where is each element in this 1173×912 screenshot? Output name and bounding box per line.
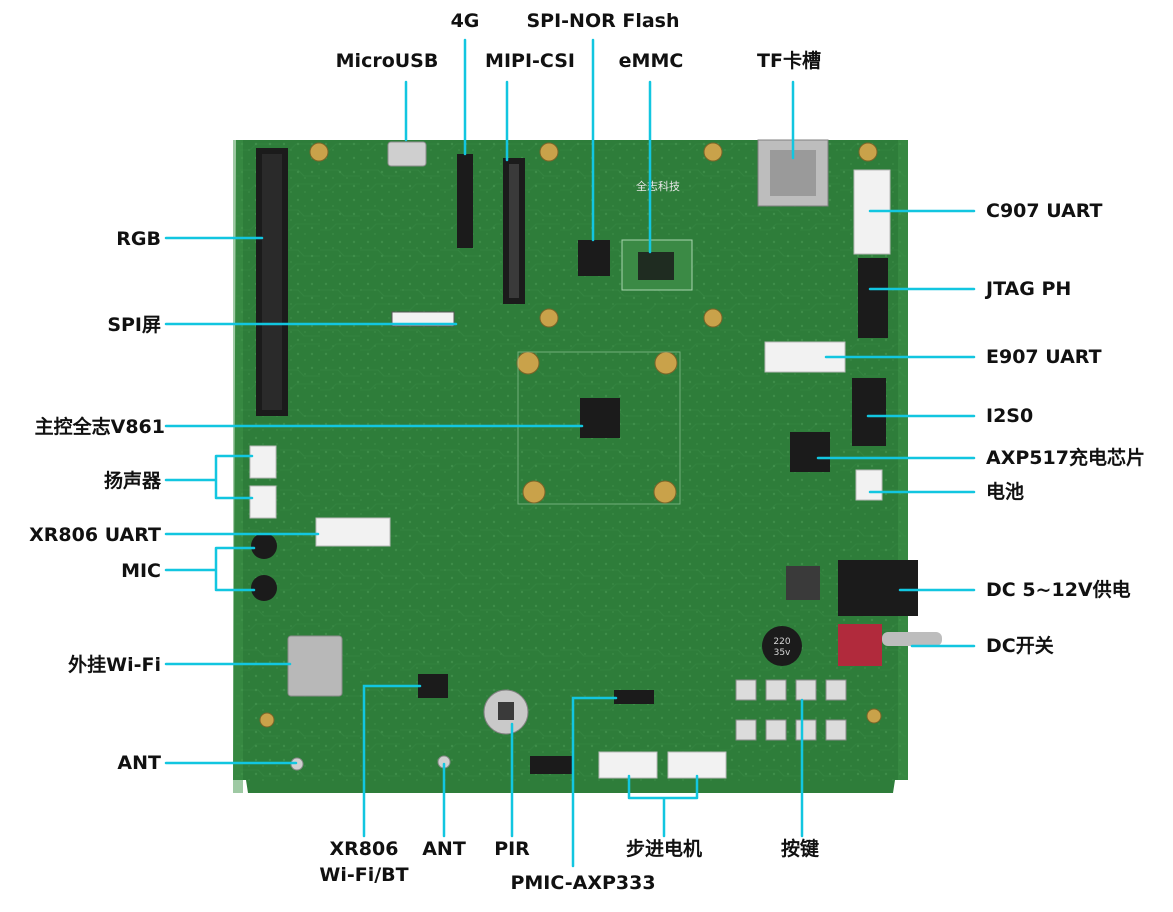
dc-toggle-switch <box>838 624 882 666</box>
label-c907-uart: C907 UART <box>986 200 1103 222</box>
tactile-button <box>765 679 787 701</box>
callout-lines <box>164 38 976 868</box>
dc-toggle-lever <box>882 632 942 646</box>
header-4g <box>457 154 473 248</box>
tactile-button <box>735 719 757 741</box>
label-e907-uart: E907 UART <box>986 346 1102 368</box>
label-pir: PIR <box>494 838 530 860</box>
label-spi-screen: SPI屏 <box>107 314 161 336</box>
mounting-holes <box>259 142 882 728</box>
callout-line-pmic <box>571 696 618 868</box>
microusb-connector <box>387 141 427 167</box>
label-ant-left: ANT <box>117 752 161 774</box>
jtag-header <box>858 258 888 338</box>
label-speaker: 扬声器 <box>103 470 161 492</box>
label-tf-slot: TF卡槽 <box>757 50 821 72</box>
rgb-header <box>256 148 288 416</box>
pmic-chip <box>614 690 654 704</box>
label-stepper: 步进电机 <box>625 838 703 860</box>
main-soc-chip <box>580 398 620 438</box>
battery-connector <box>855 469 883 501</box>
speaker-connector-1 <box>249 445 277 479</box>
label-ant-bottom: ANT <box>422 838 466 860</box>
label-xr806-uart: XR806 UART <box>29 524 161 546</box>
mount-hole <box>259 712 275 728</box>
mount-hole <box>539 142 559 162</box>
mount-hole <box>309 142 329 162</box>
tactile-button <box>735 679 757 701</box>
mount-hole <box>858 142 878 162</box>
rgb-header-slot <box>262 154 282 410</box>
electrolytic-capacitor <box>762 626 802 666</box>
soc-keepout <box>517 351 681 505</box>
label-keys: 按键 <box>780 838 820 860</box>
tactile-button <box>825 719 847 741</box>
label-axp517: AXP517充电芯片 <box>986 447 1145 469</box>
pcb-edge-left <box>233 140 243 793</box>
capacitor-value: 220 <box>773 637 790 647</box>
label-i2s0: I2S0 <box>986 405 1034 427</box>
tactile-button <box>795 679 817 701</box>
axp517-chip <box>790 432 830 472</box>
label-4g: 4G <box>450 10 480 32</box>
label-emmc: eMMC <box>618 50 684 72</box>
mipi-connector-slot <box>509 164 519 298</box>
callout-line-mic <box>164 546 256 592</box>
label-xr806-wifi-line2: Wi-Fi/BT <box>319 864 409 886</box>
mic-capsule <box>251 575 277 601</box>
label-dc-switch: DC开关 <box>986 635 1054 657</box>
callout-line-xr806-wifi <box>362 684 422 838</box>
mount-hole <box>866 708 882 724</box>
i2s0-header <box>852 378 886 446</box>
mount-hole <box>516 351 540 375</box>
callout-line-stepper <box>627 774 699 838</box>
mount-hole <box>654 351 678 375</box>
spi-nor-chip <box>578 240 610 276</box>
ext-wifi-module <box>287 635 343 697</box>
label-microusb: MicroUSB <box>335 50 439 72</box>
label-main-soc: 主控全志V861 <box>34 416 165 438</box>
label-pmic: PMIC-AXP333 <box>510 872 656 894</box>
mic-capsule <box>251 533 277 559</box>
stepper-connector-1 <box>598 751 658 779</box>
xr806-chip <box>418 674 448 698</box>
spi-screen-fpc <box>391 311 455 327</box>
pir-window <box>498 702 514 720</box>
xr806-uart-connector <box>315 517 391 547</box>
capacitor-voltage: 35v <box>774 648 791 658</box>
dc-power-jack <box>838 560 918 616</box>
label-spi-nor-flash: SPI-NOR Flash <box>526 10 680 32</box>
speaker-connector-2 <box>249 485 277 519</box>
bottom-header <box>530 756 574 774</box>
mount-hole <box>703 308 723 328</box>
pcb-edge-right <box>898 140 908 780</box>
power-inductor <box>786 566 820 600</box>
stepper-connector-2 <box>667 751 727 779</box>
label-dc-power: DC 5~12V供电 <box>986 579 1131 601</box>
label-jtag: JTAG PH <box>986 278 1072 300</box>
callout-line-speaker <box>164 454 254 500</box>
label-mipi-csi: MIPI-CSI <box>485 50 575 72</box>
tactile-button <box>825 679 847 701</box>
label-ext-wifi: 外挂Wi-Fi <box>68 654 161 676</box>
label-xr806-wifi-line1: XR806 <box>329 838 399 860</box>
board-logo-text: 全志科技 <box>636 179 680 193</box>
label-mic: MIC <box>121 560 161 582</box>
tactile-button <box>795 719 817 741</box>
mount-hole <box>522 480 546 504</box>
mount-hole <box>703 142 723 162</box>
mount-hole <box>653 480 677 504</box>
mount-hole <box>539 308 559 328</box>
label-battery: 电池 <box>986 481 1025 503</box>
tactile-button <box>765 719 787 741</box>
label-rgb: RGB <box>116 228 161 250</box>
emmc-chip <box>638 252 674 280</box>
